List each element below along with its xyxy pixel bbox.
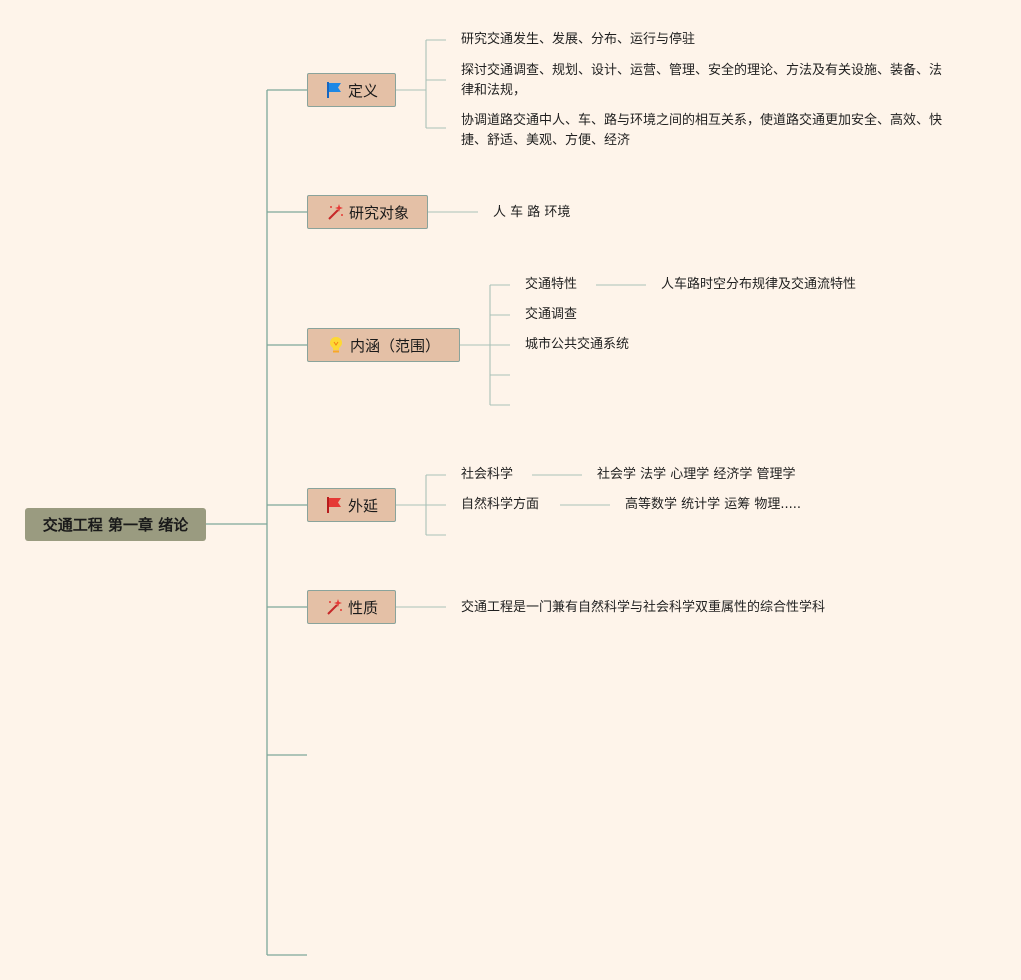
lightbulb-icon — [327, 336, 345, 354]
extension-item-natural-science-detail[interactable]: 高等数学 统计学 运筹 物理..... — [625, 497, 802, 512]
topic-connotation[interactable]: 内涵（范围） — [307, 328, 460, 362]
topic-definition-label: 定义 — [347, 81, 378, 100]
nature-value[interactable]: 交通工程是一门兼有自然科学与社会科学双重属性的综合性学科 — [461, 600, 826, 615]
extension-item-natural-science[interactable]: 自然科学方面 — [461, 497, 540, 512]
topic-definition[interactable]: 定义 — [307, 73, 396, 107]
blue-flag-icon — [325, 81, 343, 99]
extension-item-social-science[interactable]: 社会科学 — [461, 467, 514, 482]
definition-item-1[interactable]: 研究交通发生、发展、分布、运行与停驻 — [461, 32, 696, 47]
research-object-value[interactable]: 人 车 路 环境 — [493, 205, 571, 220]
definition-item-2[interactable]: 探讨交通调查、规划、设计、运营、管理、安全的理论、方法及有关设施、装备、法律和法… — [461, 63, 943, 98]
topic-nature-label: 性质 — [347, 598, 378, 617]
topic-research-object-label: 研究对象 — [348, 203, 409, 222]
connotation-item-public-transit[interactable]: 城市公共交通系统 — [525, 337, 630, 352]
topic-nature[interactable]: 性质 — [307, 590, 396, 624]
topic-extension[interactable]: 外延 — [307, 488, 396, 522]
root-topic[interactable]: 交通工程 第一章 绪论 — [25, 508, 206, 541]
connotation-item-traffic-survey[interactable]: 交通调查 — [525, 307, 578, 322]
topic-connotation-label: 内涵（范围） — [349, 336, 440, 355]
connotation-item-traffic-characteristics-detail[interactable]: 人车路时空分布规律及交通流特性 — [661, 277, 857, 292]
topic-extension-label: 外延 — [347, 496, 378, 515]
connotation-item-traffic-characteristics[interactable]: 交通特性 — [525, 277, 578, 292]
extension-item-social-science-detail[interactable]: 社会学 法学 心理学 经济学 管理学 — [597, 467, 796, 482]
magic-wand-icon — [325, 598, 343, 616]
topic-research-object[interactable]: 研究对象 — [307, 195, 428, 229]
definition-item-3[interactable]: 协调道路交通中人、车、路与环境之间的相互关系，使道路交通更加安全、高效、快捷、舒… — [461, 113, 943, 148]
red-flag-icon — [325, 496, 343, 514]
magic-wand-icon — [326, 203, 344, 221]
root-topic-label: 交通工程 第一章 绪论 — [42, 516, 189, 534]
